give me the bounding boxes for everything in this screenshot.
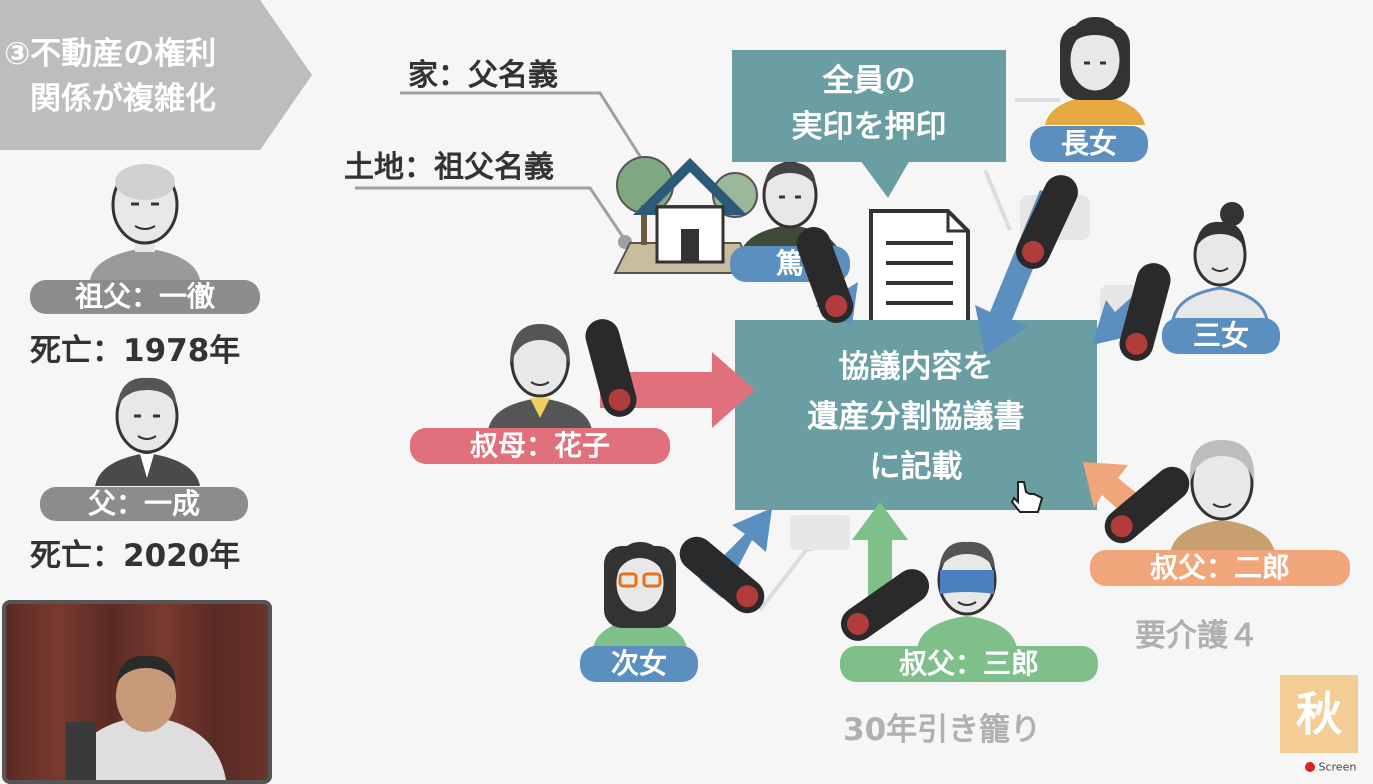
callout-line1: 全員の <box>822 63 916 99</box>
recluse-note: 30年引き籠り <box>843 712 1042 748</box>
house-icon <box>613 156 758 274</box>
center-line3: に記載 <box>869 449 963 485</box>
callout-line2: 実印を押印 <box>791 109 947 145</box>
callout-pointer <box>860 160 910 198</box>
father-avatar <box>95 377 200 486</box>
property-house-label: 家：父名義 <box>408 58 558 93</box>
webcam-video[interactable] <box>2 600 272 784</box>
grandfather-avatar <box>90 164 200 280</box>
center-line2: 遺産分割協議書 <box>807 399 1025 435</box>
section-title-line1: ③不動産の権利 <box>4 36 217 72</box>
third-daughter-avatar <box>1171 202 1269 320</box>
grandfather-death: 死亡：1978年 <box>30 333 241 369</box>
father-label: 父：一成 <box>40 487 248 521</box>
callout-box: 全員の 実印を押印 <box>732 50 1006 162</box>
record-icon <box>1305 762 1315 772</box>
uncle-saburo-avatar <box>917 541 1017 648</box>
document-icon <box>869 209 970 342</box>
hand-cursor-icon <box>1010 481 1044 513</box>
uncle-jiro-label: 叔父：二郎 <box>1090 550 1350 586</box>
grandfather-label: 祖父：一徹 <box>30 280 260 314</box>
second-daughter-label: 次女 <box>580 646 698 682</box>
property-land-label: 土地：祖父名義 <box>344 150 554 185</box>
aunt-avatar <box>488 324 592 430</box>
watermark-text: Screen <box>1318 760 1357 774</box>
eldest-daughter-avatar <box>1045 17 1145 125</box>
section-title-line2: 関係が複雑化 <box>30 81 216 117</box>
eldest-daughter-label: 長女 <box>1030 126 1148 162</box>
uncle-jiro-avatar <box>1170 440 1275 553</box>
uncle-saburo-label: 叔父：三郎 <box>840 646 1098 682</box>
center-line1: 協議内容を <box>838 349 994 385</box>
screen-recorder-watermark: Screen <box>1305 760 1356 782</box>
channel-logo: 秋 <box>1280 675 1358 753</box>
second-daughter-avatar <box>593 542 687 648</box>
third-daughter-label: 三女 <box>1162 318 1280 354</box>
aunt-label: 叔母：花子 <box>410 428 670 464</box>
father-death: 死亡：2020年 <box>30 538 241 574</box>
center-agreement-box: 協議内容を 遺産分割協議書 に記載 <box>735 320 1097 510</box>
presenter-silhouette <box>66 655 226 780</box>
section-header-shape <box>0 0 312 150</box>
care-level-note: 要介護４ <box>1135 618 1259 654</box>
